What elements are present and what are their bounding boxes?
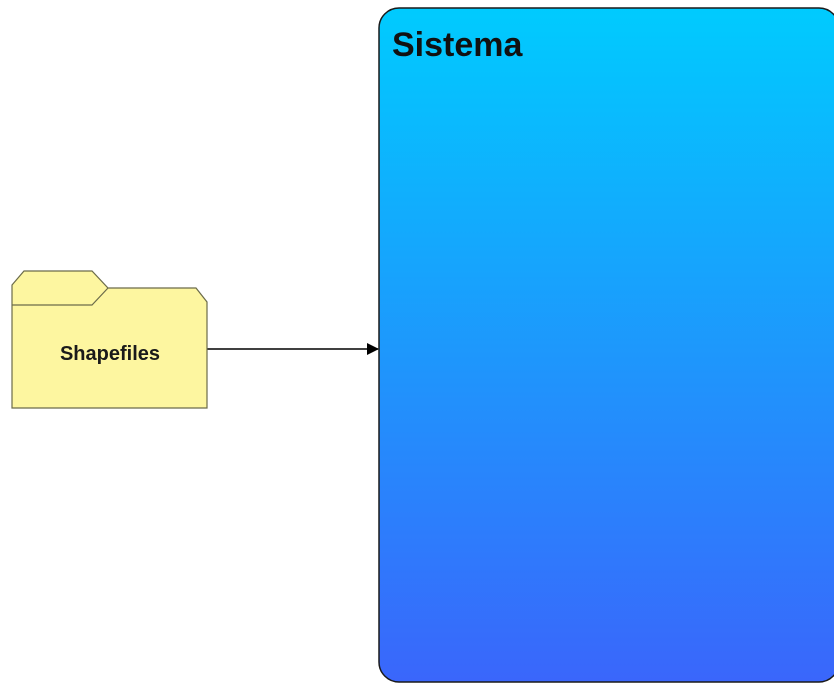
folder-label: Shapefiles xyxy=(60,343,160,365)
shapefiles-folder[interactable]: Shapefiles xyxy=(11,270,208,409)
system-title: Sistema xyxy=(392,26,523,64)
folder-icon xyxy=(11,270,208,409)
folder-tab-fold xyxy=(12,287,109,306)
system-box[interactable]: Sistema xyxy=(378,7,834,683)
